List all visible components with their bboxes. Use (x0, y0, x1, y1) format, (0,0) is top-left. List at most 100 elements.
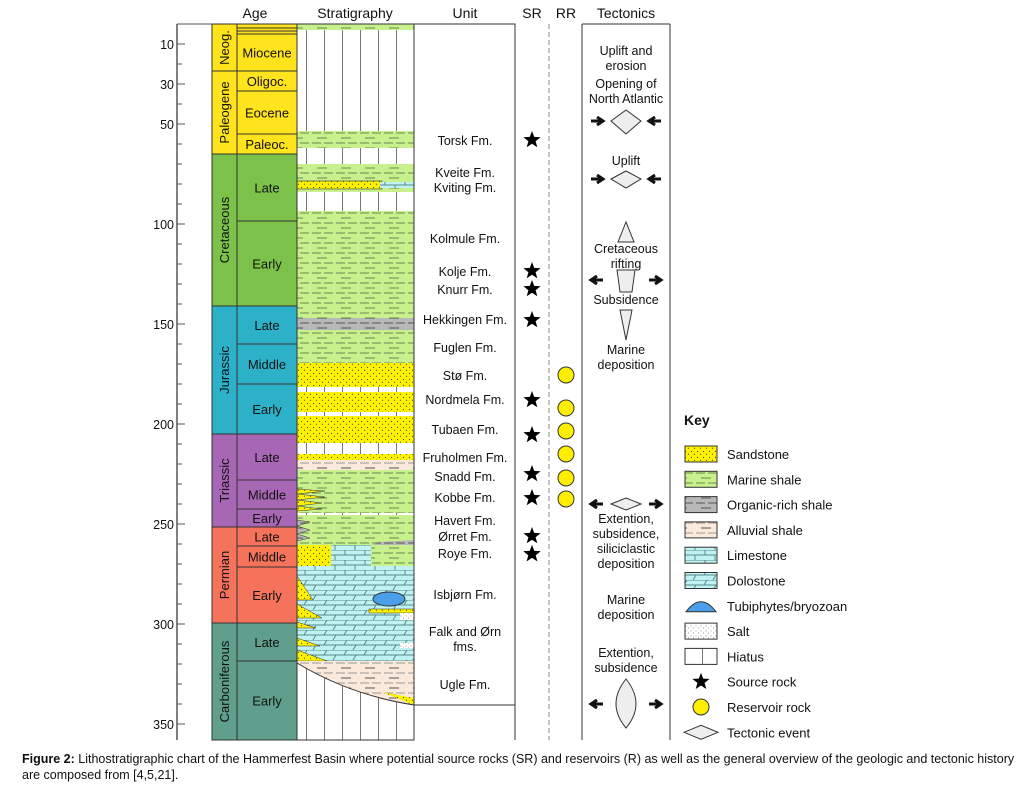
axis-tick-label: 300 (153, 618, 174, 632)
tectonics-label: erosion (606, 59, 647, 73)
epoch-label: Late (254, 181, 279, 196)
epoch-cell (236, 220, 298, 307)
epoch-cell (236, 33, 298, 72)
layer-marine-shale (297, 330, 414, 363)
period-label: Paleogene (217, 81, 232, 143)
source-rock-star-icon (523, 280, 541, 297)
source-rock-star-icon (523, 465, 541, 482)
unit-label: fms. (453, 640, 477, 654)
tectonics-label: subsidence (594, 661, 657, 675)
epoch-cell (236, 566, 298, 624)
unit-label: Roye Fm. (438, 547, 492, 561)
reservoir-rock-circle-icon (557, 366, 575, 384)
reservoir-rock-circle-icon (557, 469, 575, 487)
unit-label: Havert Fm. (434, 514, 496, 528)
marine-shale-swatch-icon (684, 470, 718, 488)
key-item-label: Hiatus (727, 649, 764, 664)
epoch-label: Late (254, 450, 279, 465)
epoch-label: Oligoc. (247, 74, 287, 89)
tectonics-label: Uplift (612, 154, 641, 168)
unit-label: Kveite Fm. (435, 166, 495, 180)
layer-dolostone (297, 576, 414, 661)
alluvial-shale-swatch-icon (684, 521, 718, 539)
tectonics-label: Extention, (598, 512, 654, 526)
layer-sandstone (297, 416, 414, 443)
key-item: Hiatus (684, 647, 764, 665)
period-label: Neog. (217, 30, 232, 65)
tectonics-label: Cretaceous (594, 242, 658, 256)
key-item-label: Organic-rich shale (727, 498, 833, 513)
epoch-cell (236, 433, 298, 481)
unit-label: Tubaen Fm. (432, 423, 499, 437)
key-item-label: Tectonic event (727, 725, 810, 740)
tubiphytes-bryozoan-icon (684, 601, 718, 613)
unit-label: Fruholmen Fm. (423, 451, 508, 465)
layer-sandstone (382, 692, 414, 705)
organic-rich-shale-swatch-icon (684, 496, 718, 514)
epoch-label: Middle (248, 550, 286, 565)
star-icon (692, 672, 710, 689)
figure-caption: Figure 2: Lithostratigraphic chart of th… (22, 751, 1017, 783)
key-item: Organic-rich shale (684, 496, 833, 514)
circle-icon (692, 698, 710, 716)
tectonics-label: deposition (598, 608, 655, 622)
layer-marine-shale (297, 515, 414, 545)
caption-label: Figure 2: (22, 752, 75, 766)
axis-tick-label: 200 (153, 418, 174, 432)
key-item: Alluvial shale (684, 521, 803, 539)
header-tectonics: Tectonics (597, 5, 655, 21)
layer-limestone (331, 545, 371, 566)
key-item-label: Dolostone (727, 574, 786, 589)
unit-label: Nordmela Fm. (425, 393, 504, 407)
tectonics-label: Marine (607, 593, 645, 607)
tectonic-event-compression (591, 109, 661, 135)
key-item: Source rock (692, 672, 797, 690)
axis-tick-label: 50 (160, 118, 174, 132)
key-item: Salt (684, 622, 750, 640)
key-item: Marine shale (684, 470, 801, 488)
source-rock-star-icon (523, 311, 541, 328)
layer-sandstone (368, 608, 415, 614)
reservoir-rock-circle-icon (557, 445, 575, 463)
unit-label: Isbjørn Fm. (433, 588, 496, 602)
tectonics-label: Subsidence (593, 293, 658, 307)
epoch-label: Early (252, 694, 282, 709)
period-label: Carboniferous (217, 640, 232, 722)
epoch-label: Middle (248, 357, 286, 372)
diamond-icon (682, 724, 720, 740)
epoch-label: Early (252, 402, 282, 417)
unit-label: Ugle Fm. (440, 678, 491, 692)
limestone-swatch-icon (684, 546, 718, 564)
key-title: Key (684, 412, 710, 428)
unit-label: Ørret Fm. (438, 530, 491, 544)
layer-alluvial-shale (297, 460, 414, 470)
caption-text: Lithostratigraphic chart of the Hammerfe… (22, 752, 1015, 782)
source-rock-star-icon (523, 262, 541, 279)
key-item-label: Marine shale (727, 472, 801, 487)
period-cell (211, 70, 238, 155)
header-sr: SR (522, 5, 541, 21)
key-item-label: Limestone (727, 548, 787, 563)
layer-marine-shale (297, 211, 414, 318)
tectonics-label: Uplift and (600, 44, 653, 58)
period-cell (211, 433, 238, 528)
tectonics-label: Opening of (595, 77, 657, 91)
axis-tick-label: 30 (160, 78, 174, 92)
layer-marine-shale (297, 24, 414, 30)
reservoir-rock-circle-icon (557, 422, 575, 440)
epoch-label: Eocene (245, 106, 289, 121)
axis-tick-label: 150 (153, 318, 174, 332)
tubiphytes-bryozoan (372, 591, 406, 607)
header-stratigraphy: Stratigraphy (317, 5, 392, 21)
source-rock-star-icon (523, 527, 541, 544)
organic-lens (372, 540, 414, 545)
unit-label: Kobbe Fm. (434, 491, 495, 505)
tectonic-event-extension (588, 678, 664, 729)
key-item: Tubiphytes/bryozoan (684, 599, 847, 614)
reservoir-rock-circle-icon (557, 490, 575, 508)
epoch-cell (236, 153, 298, 222)
stratigraphy-column (296, 23, 415, 741)
hiatus-swatch-icon (684, 647, 718, 665)
